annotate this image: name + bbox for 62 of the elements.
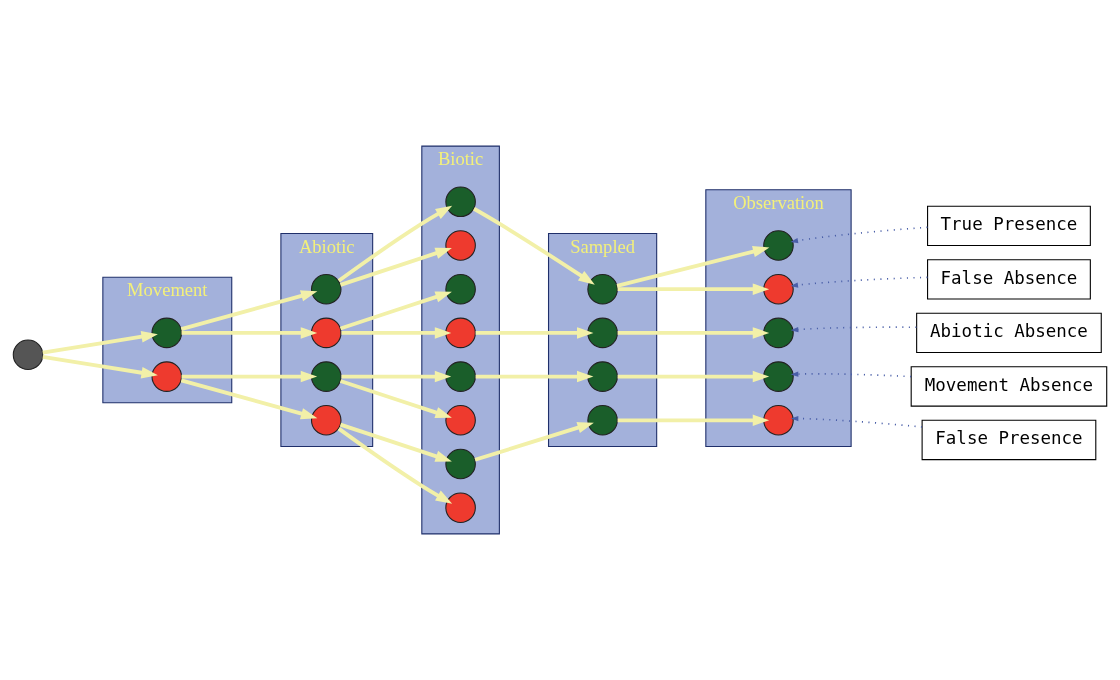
arrow [339,422,452,462]
node-box: False Presence [921,419,1097,461]
node-circle [445,448,476,480]
cluster: Movement [102,276,233,404]
arrow [790,371,912,378]
arrow [341,370,452,383]
node-box: True Presence [927,205,1091,247]
node-box: Abiotic Absence [916,312,1102,354]
node-circle [310,317,342,349]
cluster: Abiotic [280,232,374,448]
node-box: Movement Absence [910,366,1108,407]
node-circle [587,405,618,436]
node-circle [763,317,794,349]
cluster: Observation [705,189,852,448]
node-circle [151,361,183,392]
node-circle [763,361,794,392]
node-circle [587,273,618,305]
arrow [474,422,594,462]
node-circle [445,230,476,261]
node-circle [763,405,794,436]
arrow [790,276,929,288]
arrow [790,226,929,244]
node-circle [445,273,476,305]
arrow [475,370,594,383]
arrow [181,327,318,339]
arrow [339,291,452,331]
cluster: Biotic [421,145,500,535]
arrow [339,247,452,287]
arrow [475,327,594,339]
node-circle [445,361,476,392]
node-circle [310,273,342,305]
arrow [337,205,453,283]
node-circle [445,492,476,523]
arrow [790,415,923,428]
node-circle [310,405,342,436]
node-circle [310,361,342,392]
arrow [790,326,918,333]
arrow [341,327,452,339]
node-circle [763,273,794,305]
node-circle [12,339,44,371]
arrow [181,370,318,383]
cluster: Sampled [548,232,658,448]
arrow [617,370,770,383]
arrow [473,207,595,285]
arrow [617,327,770,339]
arrow [180,290,318,331]
arrow [617,283,770,295]
node-circle [445,405,476,436]
arrow [616,245,770,288]
node-circle [587,317,618,349]
node-circle [445,186,476,218]
node-circle [151,317,183,349]
arrow [339,379,452,419]
arrow [617,414,770,427]
arrow [180,378,318,420]
arrow [337,427,453,504]
node-circle [763,230,794,261]
node-circle [445,317,476,349]
arrow [42,355,158,379]
node-box: False Absence [927,259,1091,300]
node-circle [587,361,618,392]
arrow [42,331,158,355]
